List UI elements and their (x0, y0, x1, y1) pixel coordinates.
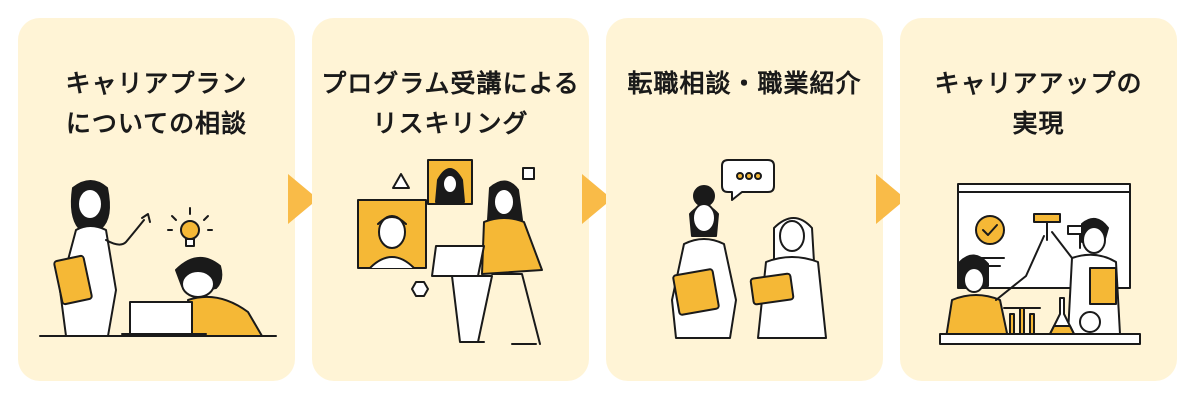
consultation-illustration (39, 180, 277, 337)
step-card-2: プログラム受講による リスキリング (312, 18, 589, 381)
step-2-title-line-1: プログラム受講による (321, 69, 580, 98)
step-1-title-line-2: についての相談 (65, 109, 248, 138)
step-3-title-line-1: 転職相談・職業紹介 (627, 69, 862, 98)
step-2-title-line-2: リスキリング (372, 109, 529, 138)
step-4-title-line-1: キャリアアップの (934, 69, 1143, 98)
step-3-title: 転職相談・職業紹介 (606, 64, 883, 104)
career-success-illustration (939, 183, 1141, 345)
arrow-right-icon-2 (582, 174, 612, 224)
step-4-title: キャリアアップの 実現 (900, 64, 1177, 144)
arrow-right-icon-3 (876, 174, 906, 224)
online-learning-illustration (357, 159, 543, 345)
step-card-3: 転職相談・職業紹介 (606, 18, 883, 381)
step-2-title: プログラム受講による リスキリング (312, 64, 589, 144)
step-1-title-line-1: キャリアプラン (65, 69, 248, 98)
step-card-4: キャリアアップの 実現 (900, 18, 1177, 381)
step-4-title-line-2: 実現 (1012, 109, 1065, 138)
arrow-right-icon-1 (288, 174, 318, 224)
step-card-1: キャリアプラン についての相談 (18, 18, 295, 381)
job-consultation-illustration (671, 159, 827, 339)
step-1-title: キャリアプラン についての相談 (18, 64, 295, 144)
